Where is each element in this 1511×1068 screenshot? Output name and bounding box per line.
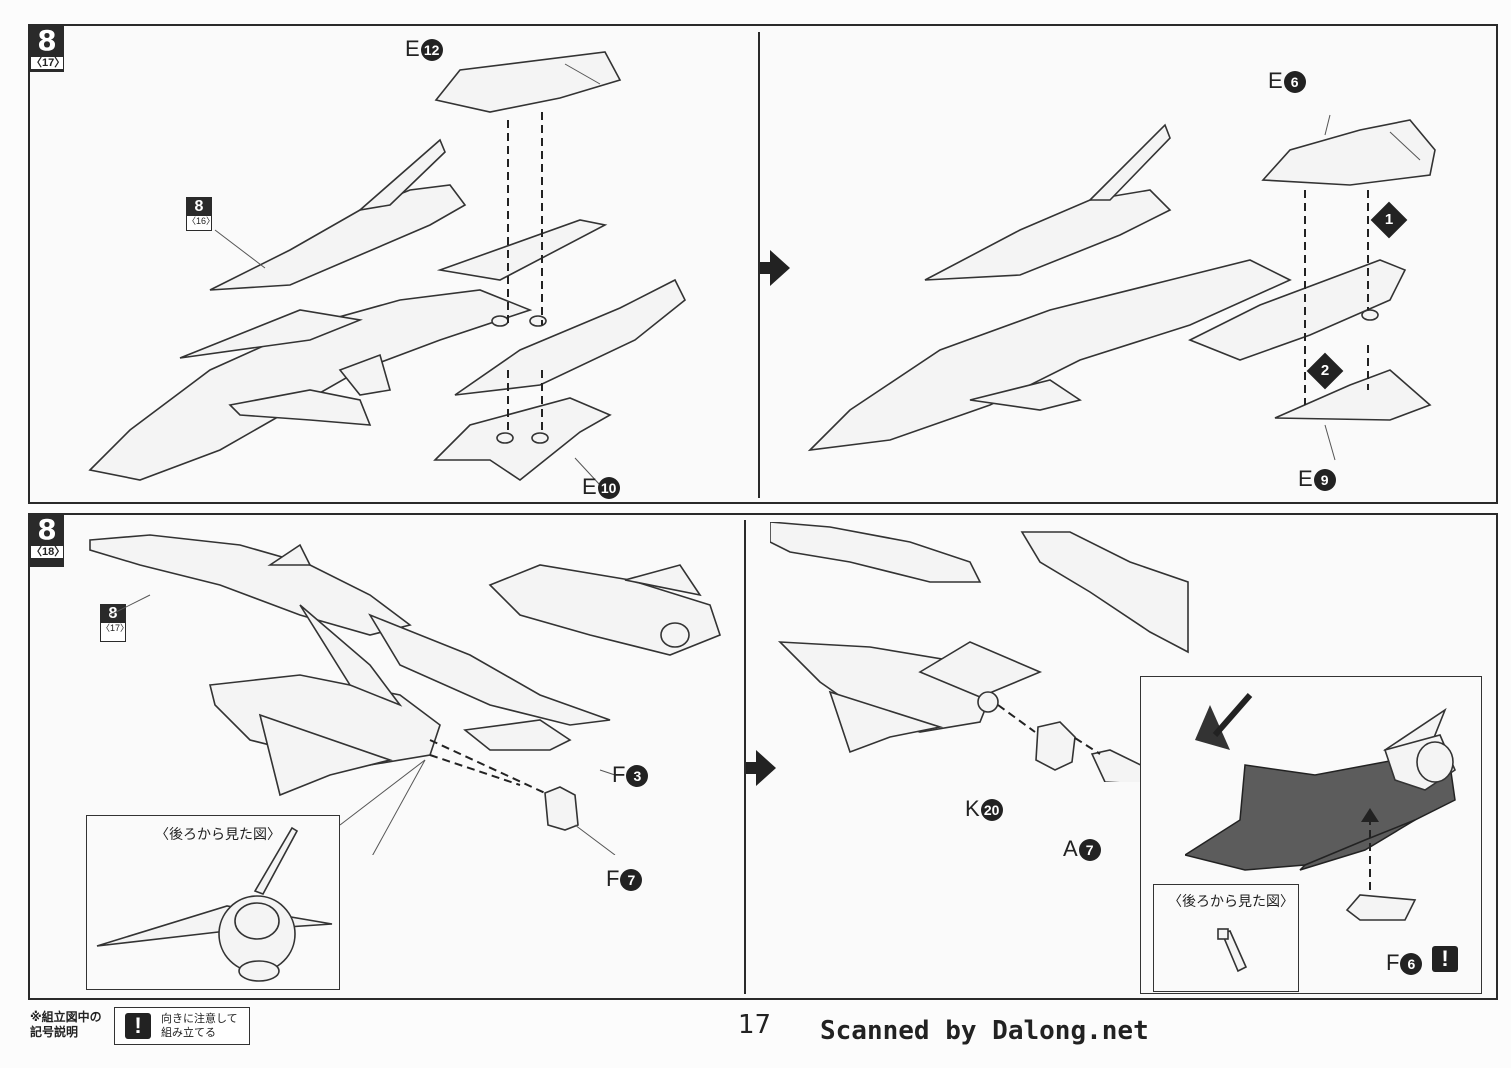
step-page-ref: 〈17〉 bbox=[30, 56, 66, 70]
fighter-detail-drawing bbox=[1185, 693, 1456, 921]
bottom-right-assembly-drawing bbox=[770, 522, 1189, 782]
inset-title: 〈後ろから見た図〉 bbox=[155, 827, 281, 843]
rear-view-drawing bbox=[96, 826, 333, 982]
scan-credit: Scanned by Dalong.net bbox=[820, 1016, 1149, 1046]
rear-view-inset: 〈後ろから見た図〉 bbox=[86, 815, 340, 990]
legend-text: 向きに注意して 組み立てる bbox=[161, 1012, 238, 1039]
top-left-assembly-drawing bbox=[88, 51, 687, 486]
step-number-top: 8 〈17〉 bbox=[30, 24, 66, 72]
rear-view-drawing bbox=[1217, 928, 1248, 973]
inset-title: 〈後ろから見た図〉 bbox=[1168, 894, 1294, 910]
bottom-left-assembly-drawing bbox=[89, 534, 721, 855]
orientation-warning-icon: ! bbox=[1432, 946, 1458, 972]
step-page-ref: 〈18〉 bbox=[30, 545, 66, 559]
next-step-arrow bbox=[746, 750, 776, 786]
orientation-warning-icon: ! bbox=[125, 1013, 151, 1039]
top-right-assembly-drawing bbox=[807, 114, 1436, 461]
step-number: 8 bbox=[37, 24, 57, 57]
bottom-panel-divider bbox=[744, 520, 746, 994]
reference-step-tag: 8 〈16〉 bbox=[186, 197, 215, 231]
rear-view-inset: 〈後ろから見た図〉 bbox=[1153, 884, 1299, 992]
legend-title: ※組立図中の 記号説明 bbox=[30, 1010, 102, 1039]
order-tag-2: 2 bbox=[1306, 352, 1344, 390]
next-step-arrow bbox=[760, 250, 790, 286]
page-number: 17 bbox=[738, 1010, 772, 1040]
top-panel-divider bbox=[758, 32, 760, 498]
step-number-bottom: 8 〈18〉 bbox=[30, 513, 66, 567]
order-tag-1: 1 bbox=[1370, 201, 1408, 239]
legend-box: ! 向きに注意して 組み立てる bbox=[114, 1007, 250, 1045]
step-number: 8 bbox=[37, 513, 57, 546]
